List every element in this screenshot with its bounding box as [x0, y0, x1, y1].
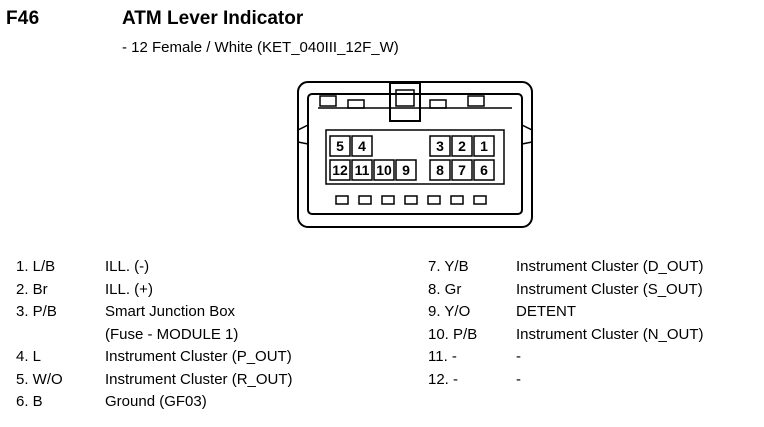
pin-cavity: [329, 135, 351, 157]
pin-cavity: [351, 159, 373, 181]
pin-label: 2. Br: [16, 280, 48, 298]
connector-housing: [297, 81, 533, 228]
pin-label: 10. P/B: [428, 325, 478, 343]
pin-cavity: [373, 159, 395, 181]
pin-cavity: [329, 159, 351, 181]
pin-number: 2: [458, 138, 466, 154]
pin-cavity: [395, 159, 417, 181]
page-title: ATM Lever Indicator: [122, 8, 304, 29]
pin-cavity: [351, 135, 373, 157]
pin-description: Smart Junction Box: [105, 303, 236, 320]
pin-cavity: [429, 135, 451, 157]
pin-label: 11. -: [428, 348, 457, 365]
pin-number: 7: [458, 162, 466, 178]
pin-number: 12: [332, 162, 348, 178]
pin-description: (Fuse - MODULE 1): [105, 325, 239, 343]
pin-description: Instrument Cluster (D_OUT): [516, 258, 704, 275]
connector-subtitle: - 12 Female / White (KET_040III_12F_W): [122, 39, 399, 56]
pin-cavity: [451, 159, 473, 181]
connector-inner-frame: [307, 93, 523, 215]
pin-cavity: [473, 135, 495, 157]
pin-label: 4. L: [16, 348, 42, 365]
pin-label: 7. Y/B: [428, 258, 469, 275]
pin-number: 3: [436, 138, 444, 154]
pin-description: Instrument Cluster (R_OUT): [105, 370, 293, 388]
pin-label: 8. Gr: [428, 280, 462, 298]
pin-cavity: [429, 159, 451, 181]
pin-cavity: [451, 135, 473, 157]
pin-label: 12. -: [428, 370, 459, 388]
pin-description: DETENT: [516, 303, 576, 320]
pin-label: 9. Y/O: [428, 303, 471, 320]
pin-number: 1: [480, 138, 488, 154]
pin-number: 8: [436, 162, 444, 178]
connector-latch: [389, 82, 421, 122]
pin-number: 11: [355, 162, 370, 178]
pin-description: ILL. (-): [105, 258, 150, 275]
pin-cavity: [473, 159, 495, 181]
pin-description: Ground (GF03): [105, 393, 207, 410]
pin-description: Instrument Cluster (N_OUT): [516, 325, 704, 343]
pin-number: 9: [402, 162, 410, 178]
pin-number: 5: [336, 138, 344, 154]
pin-label: 6. B: [16, 393, 43, 410]
connector-code: F46: [6, 8, 40, 29]
pin-label: 3. P/B: [16, 303, 57, 320]
pin-description: ILL. (+): [105, 280, 153, 298]
pin-number: 4: [358, 138, 366, 154]
pin-label: 1. L/B: [16, 258, 56, 275]
pin-label: 5. W/O: [16, 370, 63, 388]
pin-description: Instrument Cluster (S_OUT): [516, 280, 703, 298]
pin-description: Instrument Cluster (P_OUT): [105, 348, 292, 365]
pin-description: -: [516, 370, 521, 388]
pin-description: -: [516, 348, 521, 365]
pin-number: 10: [376, 162, 392, 178]
pin-number: 6: [480, 162, 488, 178]
